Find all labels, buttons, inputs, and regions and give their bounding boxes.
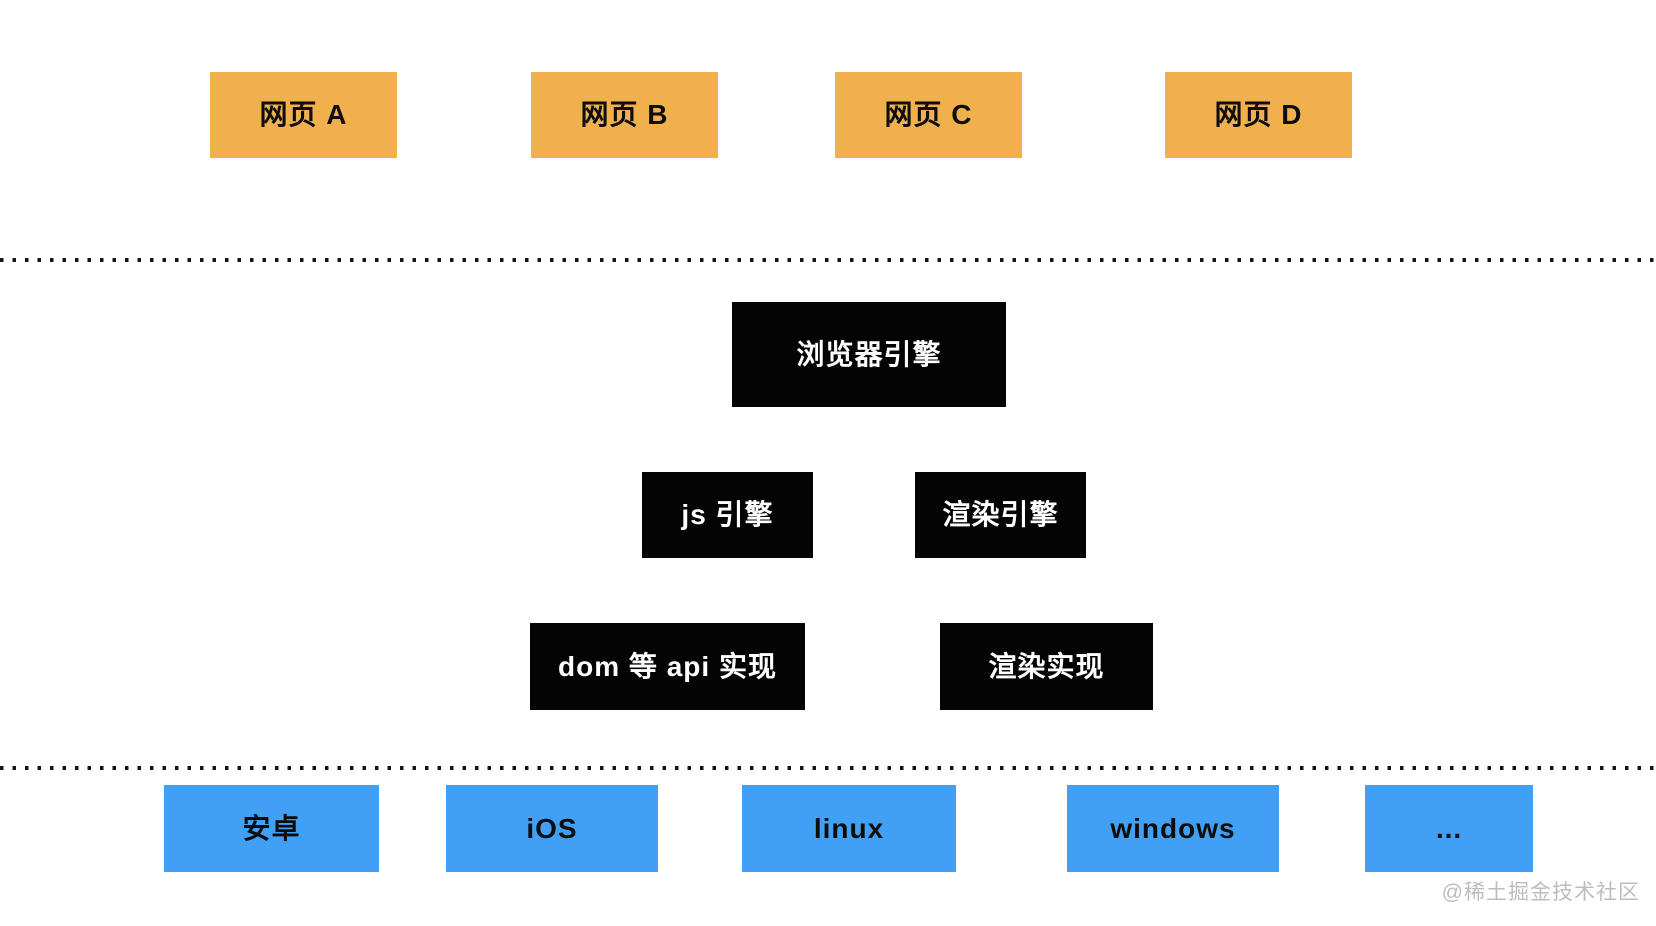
os-linux-box: linux xyxy=(742,785,956,872)
watermark: @稀土掘金技术社区 xyxy=(1441,881,1640,904)
os-ios-label: iOS xyxy=(526,812,578,844)
os-more-box: ... xyxy=(1365,785,1533,872)
os-more-label: ... xyxy=(1435,812,1463,844)
separator-dotted-top xyxy=(0,258,1656,262)
os-ios-box: iOS xyxy=(446,785,658,872)
browser-engine-label: 浏览器引擎 xyxy=(796,338,942,370)
os-windows-label: windows xyxy=(1110,812,1236,844)
js-engine-box: js 引擎 xyxy=(642,472,813,558)
webpage-c-label: 网页 C xyxy=(884,99,973,130)
os-windows-box: windows xyxy=(1067,785,1279,872)
dom-api-impl-label: dom 等 api 实现 xyxy=(558,650,777,682)
separator-dotted-bottom xyxy=(0,766,1656,770)
webpage-d-box: 网页 D xyxy=(1165,72,1352,158)
webpage-b-box: 网页 B xyxy=(531,72,718,158)
dom-api-impl-box: dom 等 api 实现 xyxy=(530,623,805,710)
render-engine-label: 渲染引擎 xyxy=(942,499,1059,530)
webpage-d-label: 网页 D xyxy=(1214,99,1303,130)
render-impl-label: 渲染实现 xyxy=(988,650,1105,682)
js-engine-label: js 引擎 xyxy=(681,499,774,530)
webpage-a-label: 网页 A xyxy=(259,99,348,130)
webpage-a-box: 网页 A xyxy=(210,72,397,158)
render-impl-box: 渲染实现 xyxy=(940,623,1153,710)
os-android-label: 安卓 xyxy=(242,812,301,844)
os-linux-label: linux xyxy=(813,812,885,844)
webpage-b-label: 网页 B xyxy=(580,99,669,130)
browser-engine-box: 浏览器引擎 xyxy=(732,302,1006,407)
render-engine-box: 渲染引擎 xyxy=(915,472,1086,558)
os-android-box: 安卓 xyxy=(164,785,379,872)
webpage-c-box: 网页 C xyxy=(835,72,1022,158)
